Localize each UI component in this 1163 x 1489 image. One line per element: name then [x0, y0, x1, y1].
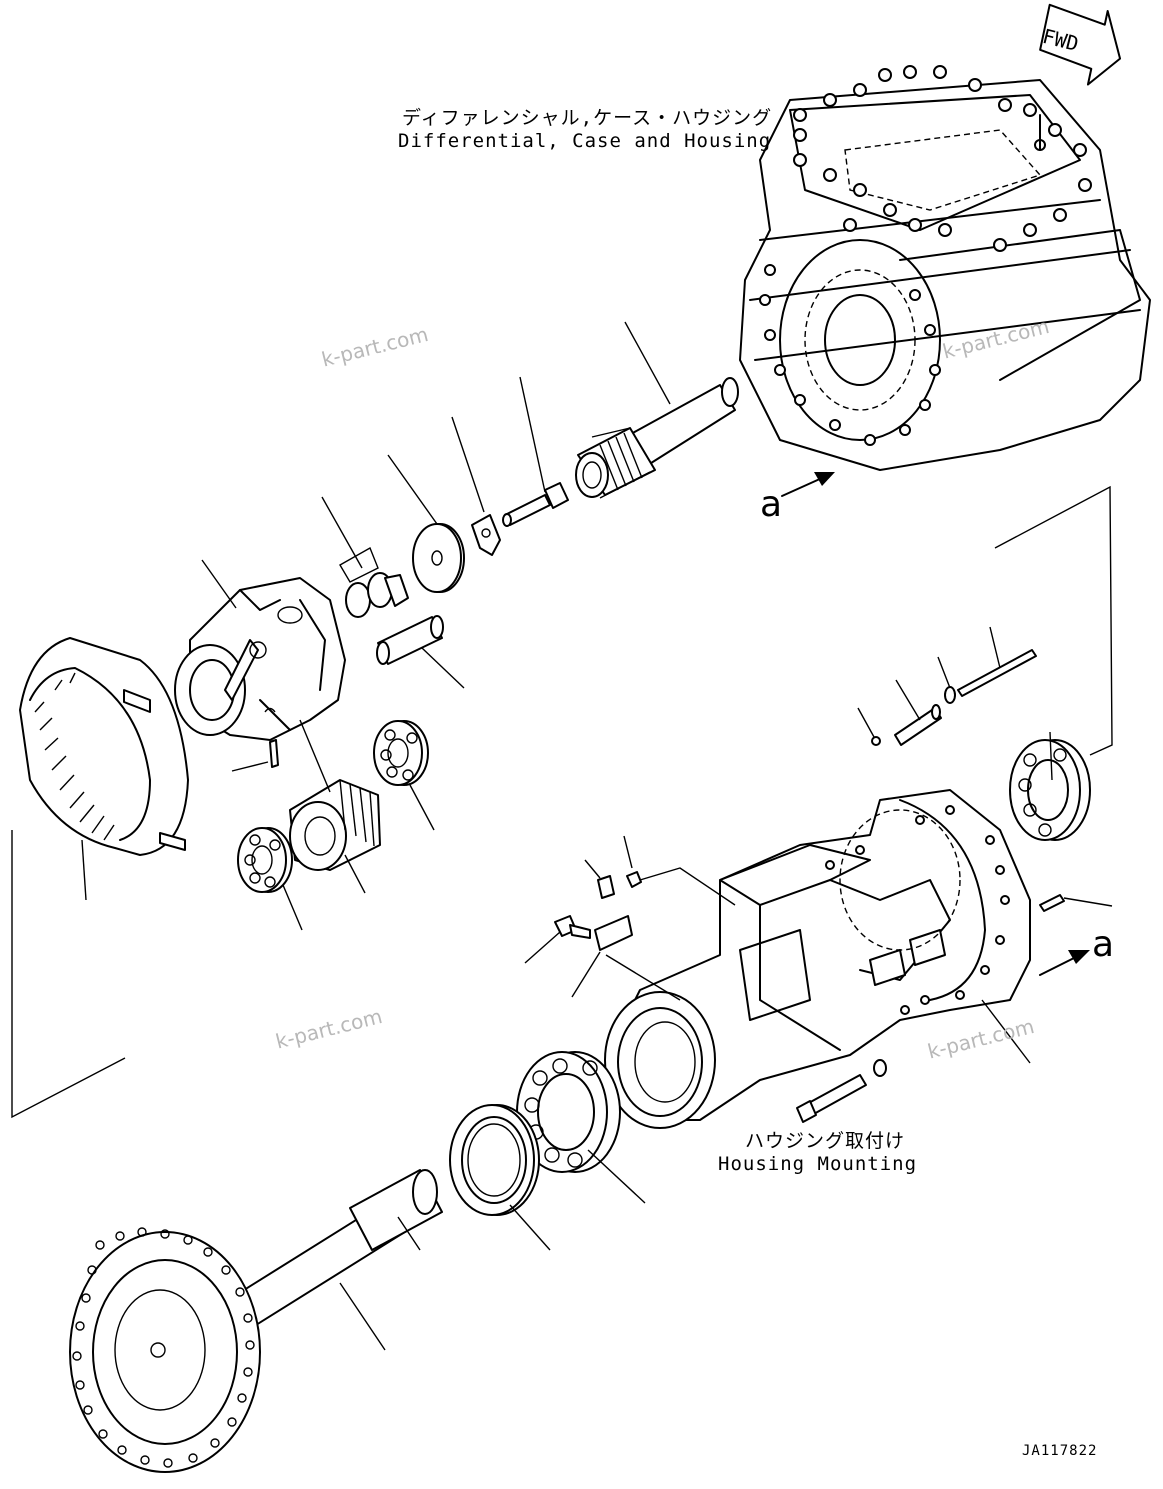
locating-pin [1039, 894, 1065, 912]
plug [597, 875, 615, 899]
bearing-small-right [373, 720, 429, 786]
pinion-gear-and-washer [339, 546, 409, 618]
differential-label-en: Differential, Case and Housing [398, 130, 772, 152]
bearing-small-left [237, 827, 293, 893]
axle-housing [604, 789, 1031, 1129]
oil-seal [449, 1104, 540, 1216]
differential-case-housing [739, 65, 1151, 471]
side-gear [289, 779, 381, 871]
spider-pin [376, 615, 444, 665]
housing-mount-label-en: Housing Mounting [718, 1153, 918, 1175]
dowel-pin [269, 739, 279, 768]
pin [894, 704, 942, 746]
drive-pinion-shaft [575, 377, 739, 499]
small-ball [871, 736, 881, 746]
bolt [502, 482, 569, 527]
mounting-bolt [796, 1074, 867, 1123]
differential-label-jp: ディファレンシャル,ケース・ハウジング [402, 107, 773, 129]
arrow-marker-a-top: a [760, 484, 783, 525]
nut [626, 871, 642, 888]
name-plate [594, 915, 633, 951]
ring-gear [19, 637, 189, 856]
breather-bolt [554, 915, 591, 939]
long-rod [957, 649, 1037, 697]
fwd-arrow-icon [1039, 3, 1122, 86]
lock-plate [471, 514, 501, 556]
arrow-marker-a-right: a [1092, 924, 1115, 965]
mounting-washer [873, 1059, 887, 1077]
differential-case [174, 577, 346, 741]
snap-ring [944, 686, 956, 704]
housing-mount-label-jp: ハウジング取付け [745, 1130, 906, 1152]
thrust-washer [412, 523, 465, 593]
bearing-large-lower [516, 1051, 621, 1173]
drawing-code: JA117822 [1022, 1443, 1098, 1459]
axle-shaft [69, 1169, 443, 1473]
bearing-large-right [1009, 739, 1091, 841]
